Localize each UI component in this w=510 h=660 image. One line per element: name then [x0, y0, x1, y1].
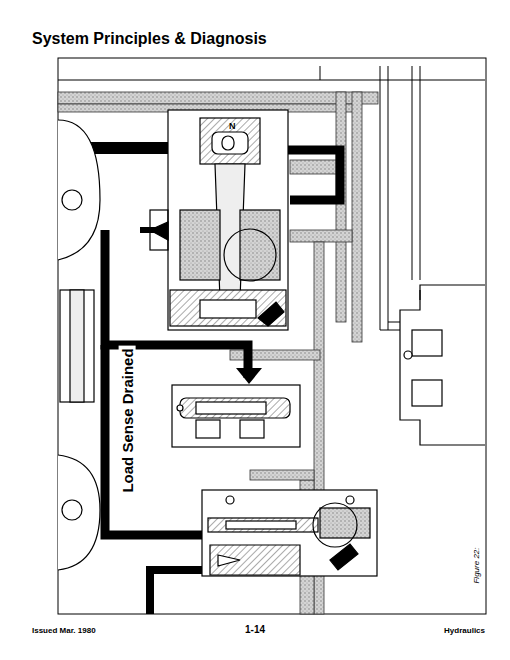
priority-valve [202, 490, 377, 576]
page-title: System Principles & Diagnosis [32, 30, 267, 48]
pressure-passages [58, 92, 378, 614]
steering-linkage [58, 120, 100, 570]
line-label: Load Sense Drained [119, 345, 136, 495]
page-number: 1-14 [245, 624, 265, 635]
issue-date: Issued Mar. 1980 [32, 626, 96, 635]
section-name: Hydraulics [444, 626, 485, 635]
variable-pump [150, 110, 288, 330]
flow-arrow [236, 368, 262, 384]
position-mark: N [229, 121, 236, 131]
frame [58, 58, 486, 614]
steering-cylinder [400, 285, 485, 445]
figure-caption: Figure 22: [472, 547, 481, 583]
control-valve [172, 385, 300, 447]
